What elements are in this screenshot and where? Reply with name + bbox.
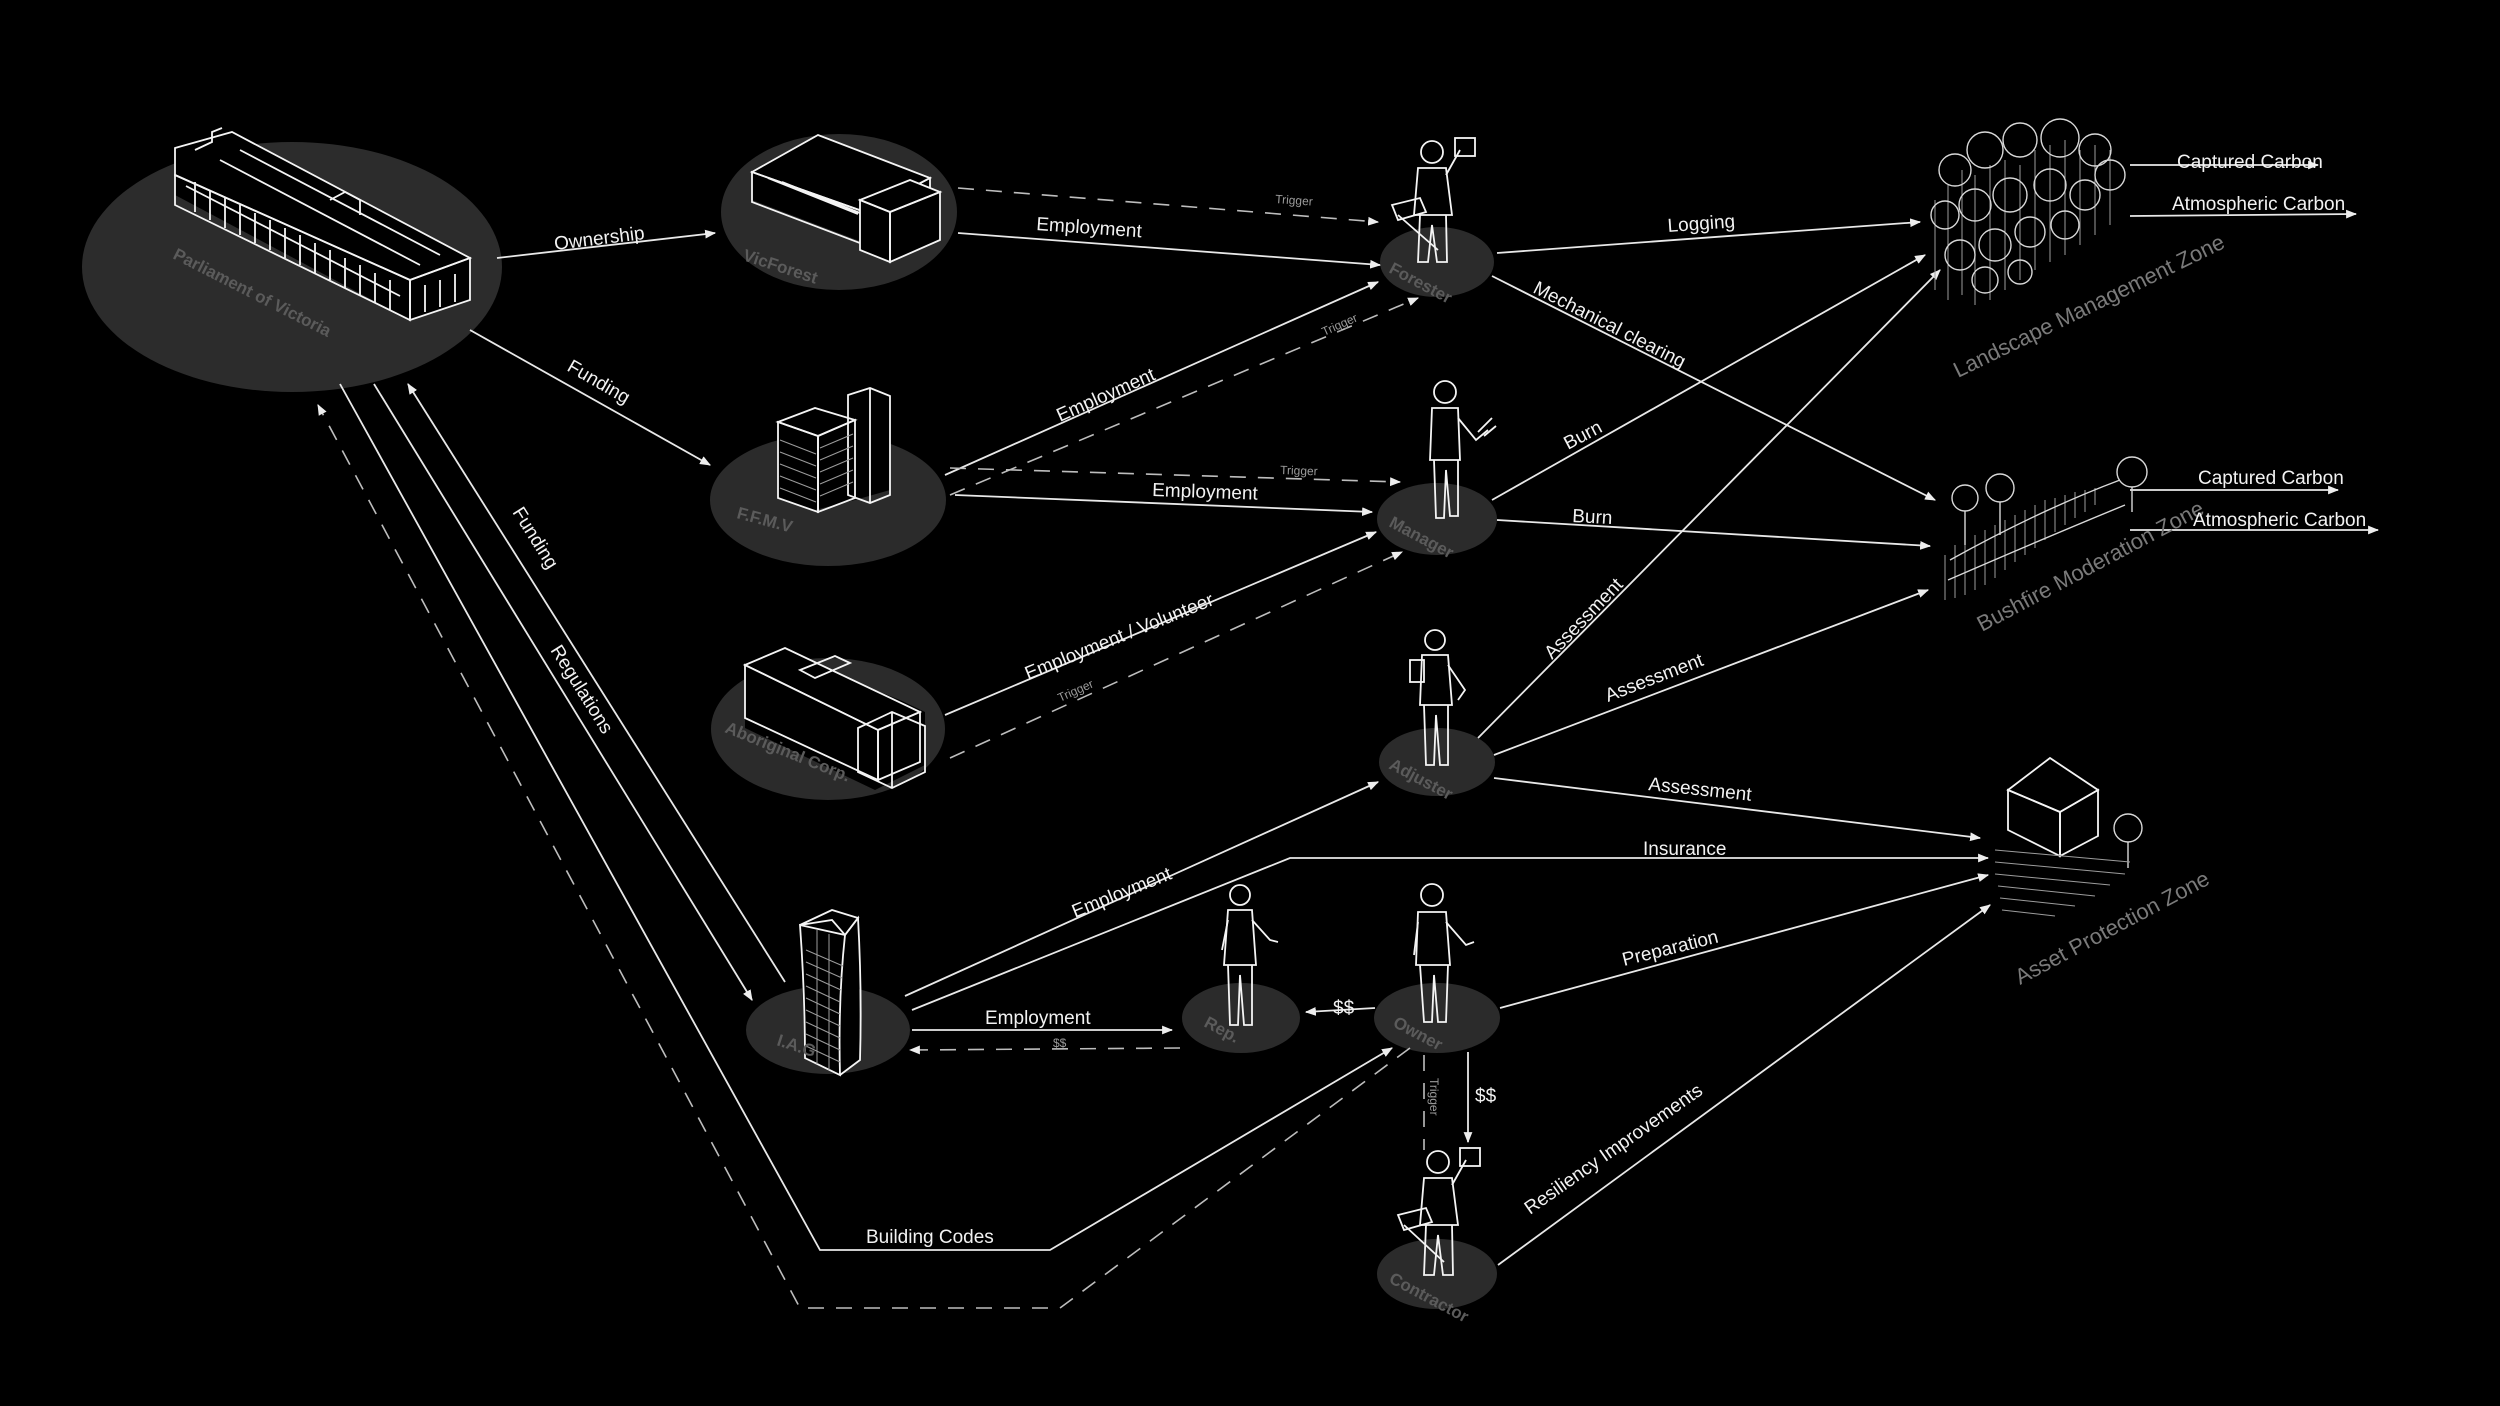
iag-tower-icon <box>799 909 862 1077</box>
label-insurance: Insurance <box>1643 839 1726 860</box>
label-burn-bushfire: Burn <box>1572 506 1613 529</box>
label-logging: Logging <box>1667 211 1736 237</box>
landscape-atmospheric-carbon: Atmospheric Carbon <box>2172 194 2345 215</box>
label-aboriginal-trigger: Trigger <box>1056 677 1096 705</box>
forest-trees-icon <box>1930 118 2126 305</box>
bushfire-atmospheric-carbon: Atmospheric Carbon <box>2193 510 2366 531</box>
label-resiliency: Resiliency Improvements <box>1521 1080 1707 1219</box>
adjuster-figure-icon <box>1409 629 1467 766</box>
label-rep-money: $$ <box>1053 1036 1067 1050</box>
label-ffmv-trigger-forester: Trigger <box>1320 311 1360 339</box>
edge-vicforest-trigger <box>957 187 1380 226</box>
landscape-zone-label: Landscape Management Zone <box>1949 229 2228 382</box>
edge-iag-employment-adjuster <box>904 781 1380 997</box>
edge-building-codes <box>339 383 1393 1251</box>
label-owner-money-rep: $$ <box>1333 998 1355 1019</box>
bushfire-zone-label: Bushfire Moderation Zone <box>1973 495 2208 636</box>
edge-insurance <box>911 853 1990 1011</box>
vicforest-building-icon <box>749 134 943 264</box>
adjuster-node <box>1379 728 1495 796</box>
edge-owner-trigger-parliament <box>317 404 1411 1309</box>
edge-ffmv-employment-forester <box>944 281 1380 476</box>
bushfire-captured-carbon: Captured Carbon <box>2198 468 2344 489</box>
label-owner-trigger: Trigger <box>1427 1078 1441 1116</box>
label-ownership: Ownership <box>553 223 646 255</box>
house-icon <box>1994 756 2143 917</box>
label-funding-iag: Funding <box>508 504 562 573</box>
edge-ffmv-employment-manager <box>954 494 1374 516</box>
rep-figure-icon <box>1221 884 1279 1026</box>
bushfire-trees-icon <box>1944 456 2148 600</box>
manager-figure-icon <box>1429 380 1497 519</box>
edges <box>317 160 2380 1309</box>
edge-rep-money <box>908 1045 1181 1055</box>
forester-figure-icon <box>1390 137 1476 263</box>
edge-landscape-atmospheric <box>2129 209 2358 219</box>
label-vicforest-trigger: Trigger <box>1275 192 1313 209</box>
edge-owner-money-rep <box>1304 1007 1376 1016</box>
edge-ownership <box>496 229 717 259</box>
landscape-captured-carbon: Captured Carbon <box>2177 152 2323 173</box>
rep-node <box>1182 983 1300 1053</box>
edge-ffmv-trigger-manager <box>949 467 1402 487</box>
edge-funding-iag <box>407 383 786 983</box>
edge-aboriginal-employment <box>944 531 1378 716</box>
contractor-figure-icon <box>1396 1147 1481 1276</box>
owner-figure-icon <box>1413 883 1475 1023</box>
label-aboriginal-employment: Employment / Volunteer <box>1022 589 1218 684</box>
label-iag-employment-adjuster: Employment <box>1069 863 1175 922</box>
edge-burn-bushfire <box>1496 519 1932 550</box>
label-ffmv-employment-forester: Employment <box>1053 364 1159 426</box>
edge-vicforest-employment <box>957 232 1382 269</box>
label-building-codes: Building Codes <box>866 1227 994 1248</box>
manager-node <box>1377 483 1497 555</box>
label-vicforest-employment: Employment <box>1036 214 1144 242</box>
edge-logging <box>1496 218 1922 254</box>
label-owner-money-contractor: $$ <box>1475 1086 1497 1107</box>
edge-preparation <box>1499 873 1990 1009</box>
aboriginal-building-icon <box>742 647 926 790</box>
edge-mechanical-clearing <box>1491 275 1936 501</box>
label-assessment-landscape: Assessment <box>1540 574 1627 664</box>
edge-assessment-asset <box>1493 777 1982 842</box>
edge-burn-landscape <box>1491 254 1926 501</box>
edge-ffmv-trigger-forester <box>949 297 1420 496</box>
label-assessment-asset: Assessment <box>1647 774 1753 806</box>
edge-funding-ffmv <box>469 329 711 466</box>
ffmv-tower-icon <box>775 382 891 514</box>
contractor-node <box>1377 1239 1497 1309</box>
label-ffmv-employment-manager: Employment <box>1152 480 1259 505</box>
parliament-node <box>82 142 502 392</box>
edge-assessment-landscape <box>1477 269 1941 739</box>
edge-aboriginal-trigger <box>949 551 1404 759</box>
parliament-building-icon <box>174 127 473 322</box>
label-iag-employment-rep: Employment <box>985 1008 1091 1029</box>
edge-assessment-bushfire <box>1493 589 1930 756</box>
label-preparation: Preparation <box>1620 927 1720 971</box>
label-ffmv-trigger-manager: Trigger <box>1280 463 1318 478</box>
edge-regulations <box>373 383 753 1001</box>
label-assessment-bushfire: Assessment <box>1602 650 1707 707</box>
label-funding-ffmv: Funding <box>564 356 634 409</box>
edge-resiliency <box>1497 904 1991 1266</box>
asset-zone-label: Asset Protection Zone <box>2011 866 2214 990</box>
label-mechanical-clearing: Mechanical clearing <box>1530 278 1689 373</box>
